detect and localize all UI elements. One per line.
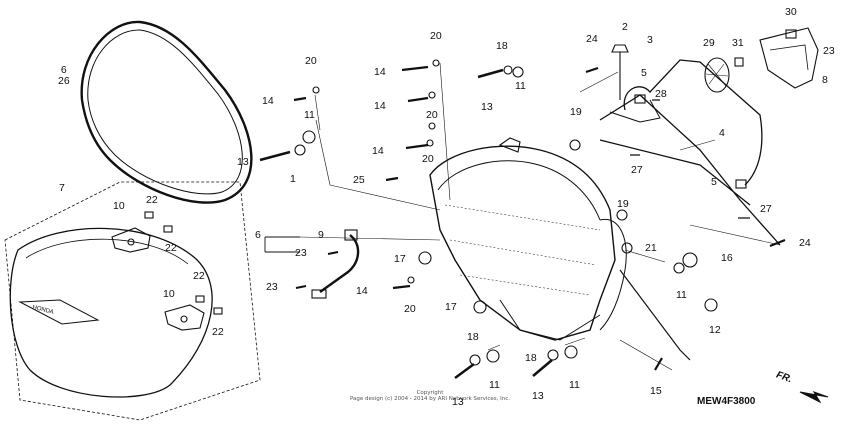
callout-18-c: 18 — [525, 352, 537, 364]
callout-6-26-top: 6 — [60, 64, 67, 76]
hinge-bracket-upper — [111, 227, 151, 253]
callout-10-lower: 10 — [163, 288, 175, 300]
saddlebag-outer-lid: HONDA — [4, 181, 261, 421]
cap-20-set — [312, 59, 440, 284]
saddlebag-case — [429, 137, 691, 361]
callout-16: 16 — [721, 252, 733, 264]
callout-5-a: 5 — [641, 67, 647, 79]
reflector-29 — [704, 57, 730, 93]
callout-22-b: 22 — [165, 242, 177, 254]
callout-11-b: 11 — [515, 80, 526, 92]
callout-22-a: 22 — [146, 194, 158, 206]
mount-bracket-8 — [759, 27, 819, 89]
leader-bracket-6-9 — [264, 236, 300, 253]
copyright-line-1: Copyright — [416, 390, 444, 396]
callout-1: 1 — [290, 173, 296, 185]
bolt-30 — [785, 29, 797, 39]
callout-13-b: 13 — [481, 101, 493, 113]
callout-14-d: 14 — [372, 145, 384, 157]
front-direction-arrow — [799, 390, 829, 404]
callout-3: 3 — [647, 34, 653, 46]
callout-9: 9 — [318, 229, 324, 241]
clip-5-set — [634, 94, 747, 189]
screw-22-set — [144, 211, 223, 315]
callout-14-e: 14 — [356, 285, 368, 297]
callout-19-a: 19 — [570, 106, 582, 118]
callout-11-a: 11 — [304, 109, 315, 121]
saddlebag-seal-ring — [80, 20, 253, 204]
callout-23-b: 23 — [266, 281, 278, 293]
callout-13-d: 13 — [532, 390, 544, 402]
callout-19-b: 19 — [617, 198, 629, 210]
callout-5-b: 5 — [711, 176, 717, 188]
callout-20-a: 20 — [305, 55, 317, 67]
callout-23-a: 23 — [295, 247, 307, 259]
callout-31: 31 — [732, 37, 744, 49]
part-2-nut — [611, 44, 629, 100]
copyright-line-2: Page design (c) 2004 - 2014 by ARI Netwo… — [349, 396, 511, 402]
callout-8: 8 — [822, 74, 828, 86]
callout-leader-lines — [299, 62, 781, 371]
callout-13-a: 13 — [237, 156, 249, 168]
svg-text:HONDA: HONDA — [32, 305, 54, 316]
callout-30: 30 — [785, 6, 797, 18]
callout-18-b: 18 — [467, 331, 479, 343]
callout-12: 12 — [709, 324, 721, 336]
callout-17-a: 17 — [394, 253, 406, 265]
callout-24-a: 24 — [586, 33, 598, 45]
callout-6-26-bottom: 26 — [58, 75, 70, 87]
callout-11-d: 11 — [489, 379, 500, 391]
callout-17-b: 17 — [445, 301, 457, 313]
callout-7: 7 — [59, 182, 65, 194]
callout-27-a: 27 — [631, 164, 643, 176]
diagram-part-code: MEW4F3800 — [697, 396, 756, 407]
nut-washer-set — [294, 65, 718, 366]
callout-21: 21 — [645, 242, 657, 254]
hinge-bracket-lower — [164, 304, 205, 331]
callout-23-c: 23 — [823, 45, 835, 57]
callout-6-26: 6 26 — [58, 65, 70, 87]
callout-11-e: 11 — [569, 379, 580, 391]
callout-2: 2 — [622, 21, 628, 33]
callout-22-c: 22 — [193, 270, 205, 282]
callout-14-b: 14 — [374, 66, 386, 78]
callout-25: 25 — [353, 174, 365, 186]
guide-rail-assembly — [599, 59, 781, 246]
callout-15: 15 — [650, 385, 662, 397]
callout-24-b: 24 — [799, 237, 811, 249]
callout-20-e: 20 — [404, 303, 416, 315]
callout-13-c: 13 — [452, 396, 464, 408]
callout-18-a: 18 — [496, 40, 508, 52]
callout-10-upper: 10 — [113, 200, 125, 212]
nut-31 — [734, 57, 744, 67]
callout-20-c: 20 — [426, 109, 438, 121]
callout-20-b: 20 — [430, 30, 442, 42]
callout-28: 28 — [655, 88, 667, 100]
callout-11-c: 11 — [676, 289, 687, 301]
callout-14-c: 14 — [374, 100, 386, 112]
callout-6: 6 — [255, 229, 261, 241]
bolt-set — [259, 65, 786, 380]
callout-4: 4 — [719, 127, 725, 139]
callout-14-a: 14 — [262, 95, 274, 107]
callout-29: 29 — [703, 37, 715, 49]
callout-27-b: 27 — [760, 203, 772, 215]
callout-20-d: 20 — [422, 153, 434, 165]
callout-22-d: 22 — [212, 326, 224, 338]
copyright-notice: Copyright Page design (c) 2004 - 2014 by… — [335, 390, 525, 402]
